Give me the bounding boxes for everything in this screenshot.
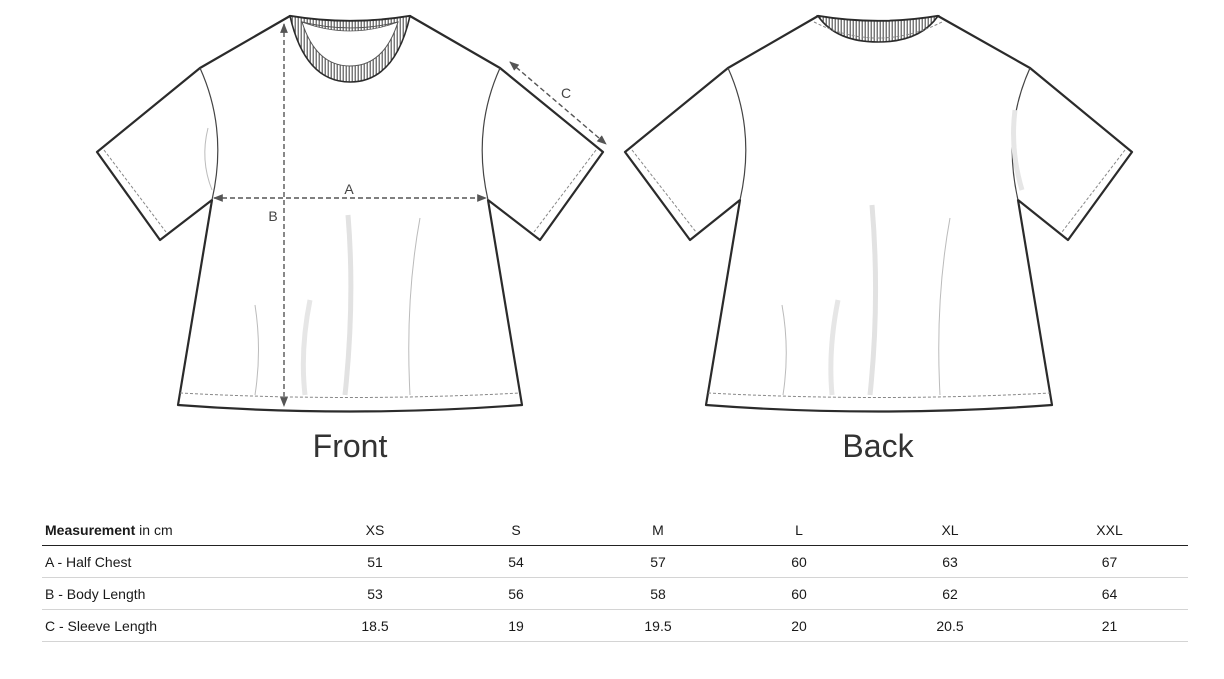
front-left-armhole xyxy=(199,67,219,201)
table-cell: 60 xyxy=(729,577,869,610)
back-left-armhole xyxy=(727,67,747,201)
table-cell: 62 xyxy=(869,577,1031,610)
front-fold-5 xyxy=(204,127,213,191)
front-fold-4 xyxy=(300,299,313,396)
back-fold-1 xyxy=(867,204,879,396)
size-chart-table: Measurement in cm XS S M L XL XXL A - Ha… xyxy=(42,514,1188,642)
dimension-a-label: A xyxy=(344,181,354,197)
dimension-c-line xyxy=(509,61,607,145)
table-cell: 60 xyxy=(729,545,869,578)
front-left-sleeve-hem xyxy=(103,149,167,233)
row-label: C - Sleeve Length xyxy=(42,609,305,642)
back-right-sleeve-hem xyxy=(1061,149,1126,233)
dimension-b-label: B xyxy=(268,208,277,224)
row-label: A - Half Chest xyxy=(42,545,305,578)
size-header-xl: XL xyxy=(869,514,1031,546)
front-right-sleeve-hem xyxy=(533,149,597,233)
back-fold-4 xyxy=(828,299,841,396)
table-header-row: Measurement in cm XS S M L XL XXL xyxy=(42,514,1188,546)
size-header-s: S xyxy=(445,514,587,546)
table-cell: 18.5 xyxy=(305,609,445,642)
back-fold-2 xyxy=(938,217,951,396)
front-view-label: Front xyxy=(312,428,388,464)
front-bottom-hem xyxy=(179,392,521,398)
back-fold-5 xyxy=(1011,109,1025,191)
table-cell: 21 xyxy=(1031,609,1188,642)
table-row: A - Half Chest 51 54 57 60 63 67 xyxy=(42,545,1188,578)
size-header-m: M xyxy=(587,514,729,546)
table-cell: 19 xyxy=(445,609,587,642)
measurement-header: Measurement in cm xyxy=(42,514,305,546)
row-label: B - Body Length xyxy=(42,577,305,610)
front-back-neck-rib xyxy=(301,21,399,32)
table-cell: 53 xyxy=(305,577,445,610)
back-left-sleeve-hem xyxy=(631,149,697,233)
front-right-armhole xyxy=(481,67,501,201)
back-fold-3 xyxy=(781,304,787,396)
table-row: B - Body Length 53 56 58 60 62 64 xyxy=(42,577,1188,610)
back-bottom-hem xyxy=(707,392,1051,398)
back-collar-stitch xyxy=(813,21,943,39)
table-cell: 20.5 xyxy=(869,609,1031,642)
back-tshirt xyxy=(623,14,1134,413)
table-cell: 64 xyxy=(1031,577,1188,610)
measurement-header-unit: in cm xyxy=(135,521,173,538)
table-cell: 54 xyxy=(445,545,587,578)
table-cell: 63 xyxy=(869,545,1031,578)
front-fold-1 xyxy=(342,214,354,396)
table-cell: 57 xyxy=(587,545,729,578)
measurement-header-bold: Measurement xyxy=(45,521,136,538)
dimension-c-label: C xyxy=(561,85,571,101)
tshirt-diagram: A B C xyxy=(95,14,1134,413)
table-cell: 58 xyxy=(587,577,729,610)
size-header-xxl: XXL xyxy=(1031,514,1188,546)
table-cell: 20 xyxy=(729,609,869,642)
front-tshirt: A B C xyxy=(95,14,607,413)
size-header-xs: XS xyxy=(305,514,445,546)
back-body-outline xyxy=(623,14,1134,413)
table-cell: 67 xyxy=(1031,545,1188,578)
size-header-l: L xyxy=(729,514,869,546)
table-row: C - Sleeve Length 18.5 19 19.5 20 20.5 2… xyxy=(42,609,1188,642)
front-fold-3 xyxy=(254,304,259,396)
back-view-label: Back xyxy=(842,428,914,464)
table-cell: 19.5 xyxy=(587,609,729,642)
front-fold-2 xyxy=(408,217,421,396)
table-cell: 56 xyxy=(445,577,587,610)
table-cell: 51 xyxy=(305,545,445,578)
